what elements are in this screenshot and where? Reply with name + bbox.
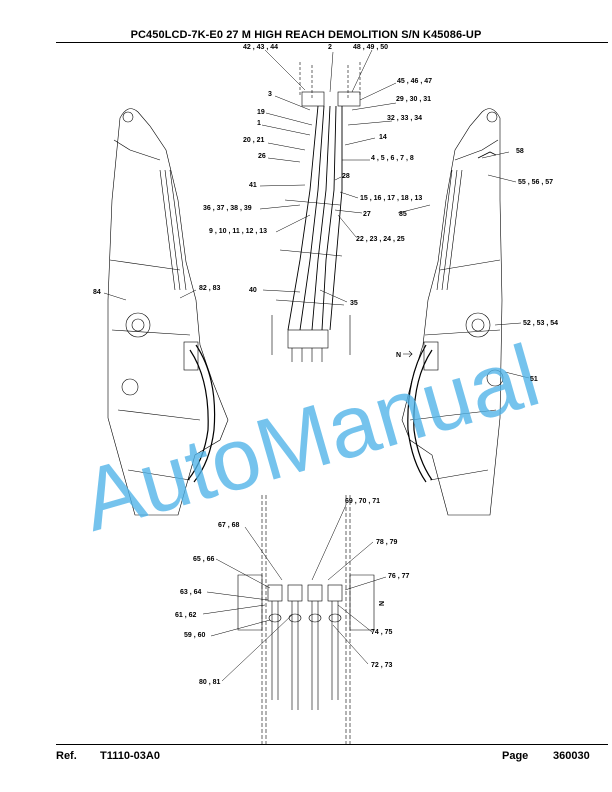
callout-label: 2 (328, 44, 332, 51)
leader-lines (103, 49, 530, 682)
callout-labels: 42 , 43 , 44 2 48 , 49 , 50 45 , 46 , 47… (93, 44, 558, 686)
callout-label: 40 (249, 287, 257, 294)
callout-label: 58 (516, 148, 524, 155)
center-top-hose-detail (271, 62, 361, 362)
direction-marks: N N (379, 350, 413, 606)
callout-label: 61 , 62 (175, 612, 197, 619)
callout-label: 15 , 16 , 17 , 18 , 13 (360, 195, 422, 202)
callout-label: 42 , 43 , 44 (243, 44, 278, 51)
callout-label: 78 , 79 (376, 539, 398, 546)
page-label: Page (502, 750, 529, 762)
callout-label: 59 , 60 (184, 632, 206, 639)
direction-mark-n-rotated: N (379, 601, 386, 606)
callout-label: 76 , 77 (388, 573, 410, 580)
callout-label: 41 (249, 182, 257, 189)
callout-label: 63 , 64 (180, 589, 202, 596)
callout-label: 67 , 68 (218, 522, 240, 529)
callout-label: 3 (268, 91, 272, 98)
callout-label: 20 , 21 (243, 137, 265, 144)
callout-label: 9 , 10 , 11 , 12 , 13 (209, 228, 267, 235)
ref-value: T1110-03A0 (100, 750, 160, 762)
callout-label: 36 , 37 , 38 , 39 (203, 205, 252, 212)
callout-label: 4 , 5 , 6 , 7 , 8 (371, 155, 414, 162)
callout-label: 52 , 53 , 54 (523, 320, 558, 327)
callout-label: 80 , 81 (199, 679, 221, 686)
callout-label: 28 (342, 173, 350, 180)
callout-label: 14 (379, 134, 387, 141)
callout-label: 19 (257, 109, 265, 116)
callout-label: 84 (93, 289, 101, 296)
callout-label: 82 , 83 (199, 285, 221, 292)
left-boom-illustration (107, 108, 229, 516)
ref-label: Ref. (56, 750, 77, 762)
bottom-hose-detail (237, 495, 375, 745)
header-rule (56, 42, 608, 43)
callout-label: 27 (363, 211, 371, 218)
footer-rule (56, 744, 608, 745)
callout-label: 74 , 75 (371, 629, 393, 636)
callout-label: 45 , 46 , 47 (397, 78, 432, 85)
callout-label: 85 (399, 211, 407, 218)
callout-label: 1 (257, 120, 261, 127)
right-boom-illustration (401, 108, 504, 516)
callout-label: 29 , 30 , 31 (396, 96, 431, 103)
callout-label: 48 , 49 , 50 (353, 44, 388, 51)
callout-label: 65 , 66 (193, 556, 215, 563)
callout-label: 55 , 56 , 57 (518, 179, 553, 186)
direction-mark-n: N (396, 352, 401, 359)
page-number: 360030 (553, 750, 590, 762)
callout-label: 32 , 33 , 34 (387, 115, 422, 122)
callout-label: 22 , 23 , 24 , 25 (356, 236, 405, 243)
callout-label: 51 (530, 376, 538, 383)
page-title: PC450LCD-7K-E0 27 M HIGH REACH DEMOLITIO… (130, 29, 482, 41)
callout-label: 26 (258, 153, 266, 160)
callout-label: 35 (350, 300, 358, 307)
watermark-text: AutoManual (71, 325, 550, 550)
callout-label: 72 , 73 (371, 662, 393, 669)
callout-label: 69 , 70 , 71 (345, 498, 380, 505)
